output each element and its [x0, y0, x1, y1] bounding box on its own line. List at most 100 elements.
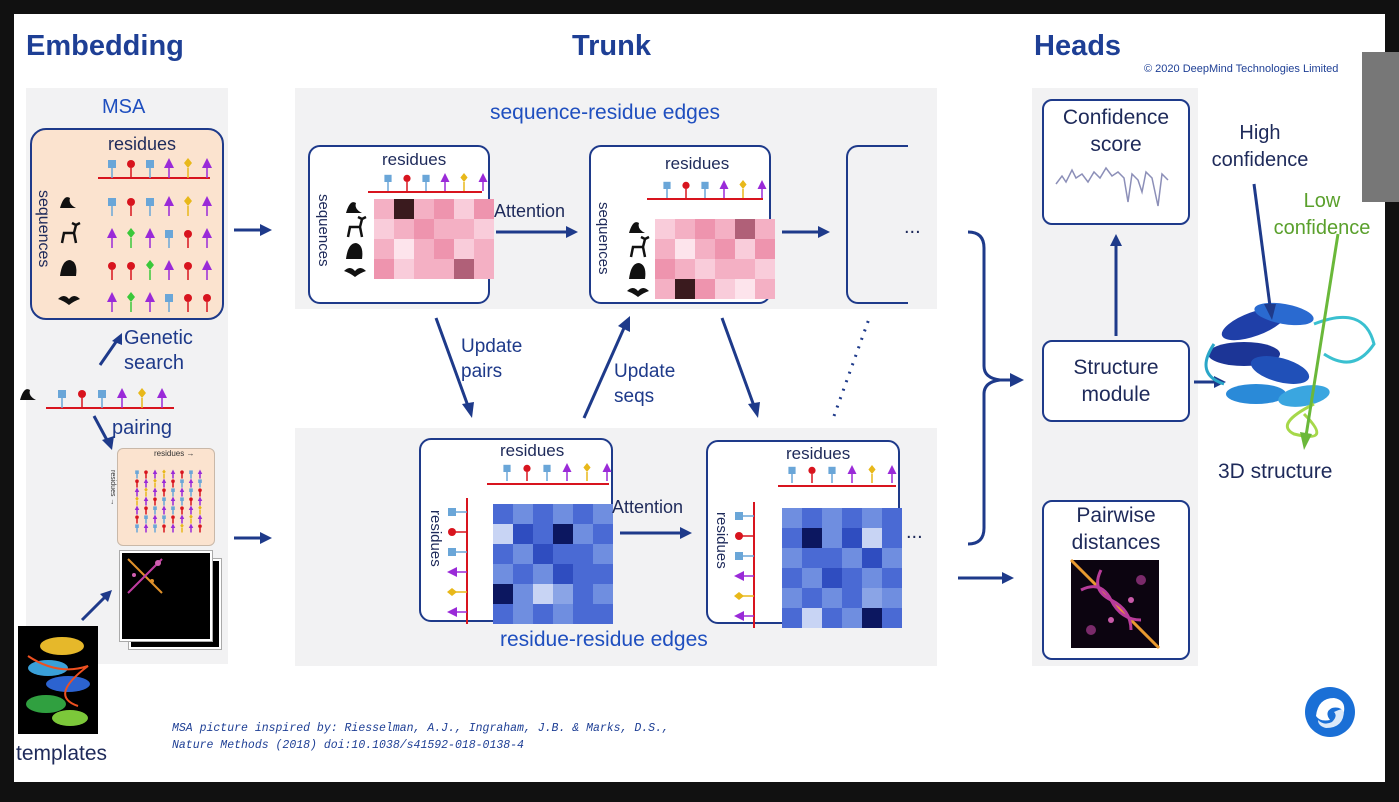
heads-title: Heads	[1034, 30, 1122, 62]
query-glyph	[98, 390, 106, 398]
msa-animal-icon	[60, 197, 76, 208]
pair-grid-glyph	[179, 514, 185, 519]
pair-side-glyph	[734, 592, 744, 600]
pair-cell	[822, 548, 842, 568]
msa-animal-icon	[60, 260, 77, 276]
pair-grid-glyph	[197, 514, 203, 519]
seq-animal-icon	[346, 215, 367, 238]
pair-attention-arrow	[620, 527, 692, 539]
msa-residue-glyph	[107, 292, 117, 302]
pair-side-glyph	[447, 567, 457, 577]
seq-cell	[374, 199, 394, 219]
pair-side-glyph	[734, 611, 744, 621]
pair-cell	[802, 608, 822, 628]
pair-grid-glyph	[134, 505, 140, 510]
pair-cell	[882, 588, 902, 608]
embed-to-pair-arrow	[234, 532, 272, 544]
seq-cell	[715, 279, 735, 299]
pair-cell	[822, 528, 842, 548]
seq-cell	[755, 259, 775, 279]
msa-residue-glyph	[184, 262, 192, 270]
pair-grid-glyph	[171, 515, 175, 519]
pair-header-glyph	[503, 464, 511, 472]
seq-next-box	[846, 145, 908, 304]
pair-cell	[533, 564, 553, 584]
seq-cell	[414, 239, 434, 259]
pair-to-heads-arrow	[958, 572, 1014, 584]
seq-header-glyph	[478, 173, 488, 182]
pair-grid-glyph	[135, 479, 139, 483]
pair-side-glyph	[448, 508, 456, 516]
confidence-score-label: Confidence score	[1062, 106, 1170, 156]
seq-cell	[675, 279, 695, 299]
pair-grid-glyph	[152, 514, 158, 519]
pair-cell	[862, 588, 882, 608]
pair-grid-glyph	[135, 470, 139, 474]
update-seqs-label: Update seqs	[614, 361, 676, 407]
seq-cell	[414, 199, 434, 219]
pair-grid-glyph	[180, 523, 184, 528]
seq-rep-2-residues: residues	[665, 154, 730, 173]
pair-cell	[782, 508, 802, 528]
pair-cell	[493, 504, 513, 524]
update-seqs-arrow	[582, 316, 630, 419]
update-pairs-arrow	[434, 317, 474, 418]
pair-grid-glyph	[162, 497, 166, 501]
seq-cell	[394, 199, 414, 219]
pair-cell	[493, 544, 513, 564]
pair-cell	[842, 508, 862, 528]
pair-cell	[553, 564, 573, 584]
pair-cell	[842, 548, 862, 568]
pair-grid-glyph	[161, 505, 167, 510]
seq-attention-arrow	[496, 226, 578, 238]
seq-header-glyph	[384, 174, 392, 182]
seq-header-glyph	[422, 174, 430, 182]
pairwise-distogram	[1069, 558, 1161, 650]
seq-cell	[474, 219, 494, 239]
pair-residues-left: residues →	[109, 470, 116, 506]
seq-animal-icon	[346, 202, 362, 213]
pair-grid-glyph	[170, 523, 176, 528]
query-glyph	[138, 388, 146, 398]
pair-grid-glyph	[153, 497, 157, 501]
pair-side-glyph	[735, 532, 743, 540]
pair-grid-glyph	[153, 506, 157, 510]
pair-grid-glyph	[198, 488, 202, 492]
pair-cell	[593, 544, 613, 564]
pair-cell	[553, 604, 573, 624]
pair-cell	[882, 508, 902, 528]
seq-cell	[474, 199, 494, 219]
pair-cell	[573, 584, 593, 604]
pair-grid-glyph	[144, 470, 148, 474]
seq-rep-1-matrix	[344, 173, 494, 279]
query-glyph	[117, 388, 127, 398]
seq-cell	[755, 239, 775, 259]
confidence-trace	[1055, 166, 1169, 207]
genetic-search-label: Genetic search	[124, 327, 193, 374]
pair-grid-glyph	[197, 469, 203, 474]
embed-to-seq-arrow	[234, 224, 272, 236]
msa-residue-glyph	[164, 260, 174, 270]
pairing-label: pairing	[112, 417, 173, 439]
pair-rep-2-matrix	[734, 465, 902, 628]
seq-cell	[454, 239, 474, 259]
pair-grid-glyph	[162, 469, 166, 474]
pair-attention-label: Attention	[612, 497, 684, 517]
pair-cell	[533, 604, 553, 624]
msa-residue-glyph	[184, 230, 192, 238]
pair-grid-glyph	[188, 478, 194, 483]
pair-grid-glyph	[162, 515, 166, 519]
pair-cell	[822, 608, 842, 628]
pair-header-glyph	[562, 463, 572, 472]
seq-animal-icon	[346, 243, 363, 259]
pair-header-glyph	[788, 466, 796, 474]
seq-header-glyph	[739, 180, 747, 189]
pair-grid-glyph	[189, 470, 193, 474]
query-glyph	[78, 390, 86, 398]
pair-grid-glyph	[143, 523, 149, 528]
msa-residue-glyph	[184, 294, 192, 302]
msa-residue-glyph	[146, 260, 154, 270]
pair-grid-glyph	[171, 488, 175, 492]
template-arrow	[80, 590, 112, 622]
template-protein-image	[18, 626, 98, 734]
